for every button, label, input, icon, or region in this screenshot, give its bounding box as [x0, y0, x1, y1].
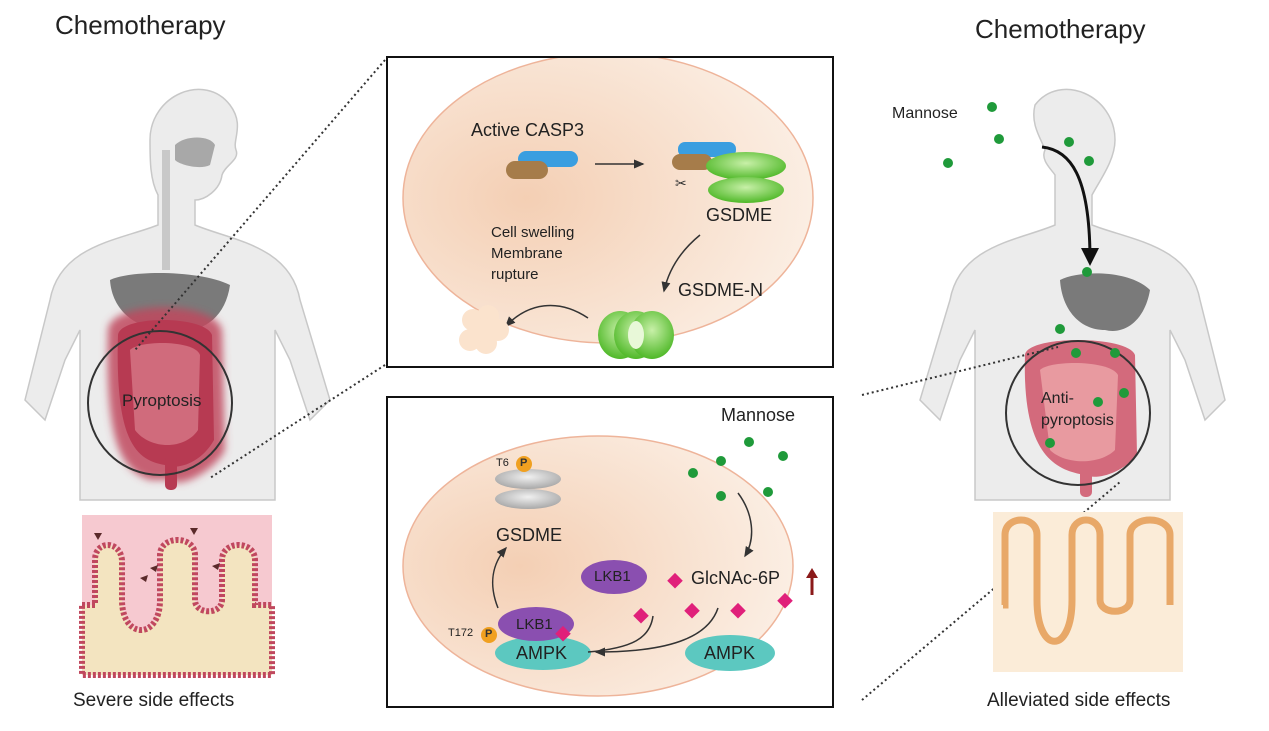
- left-circle-label: Pyroptosis: [122, 391, 202, 410]
- left-caption: Severe side effects: [73, 690, 235, 711]
- left-zoom-circle: [87, 330, 233, 476]
- t6-label: T6: [496, 457, 509, 469]
- glcnac-to-ampk-arrow: [594, 607, 719, 657]
- right-caption: Alleviated side effects: [987, 690, 1171, 711]
- gsdme-to-n-arrow: [661, 234, 701, 293]
- right-title: Chemotherapy: [975, 14, 1146, 44]
- ampk-free-label: AMPK: [704, 643, 756, 663]
- gsdme-label: GSDME: [706, 205, 773, 225]
- lkb1-bound-label: LKB1: [516, 616, 553, 633]
- rupture-label: rupture: [491, 266, 539, 283]
- phospho-t6-icon: [516, 456, 532, 472]
- bottom-panel-mannose-mechanism: Mannose T6 P GSDME LKB1 LKB1 AMPK AMPK T…: [386, 396, 834, 708]
- lkb1-bound-icon: [498, 607, 574, 641]
- bottom-panel-art: [402, 435, 818, 697]
- active-casp3-label: Active CASP3: [471, 120, 585, 140]
- rupture-arrow: [504, 304, 589, 328]
- left-human-body: [24, 88, 331, 501]
- right-zoom-circle: [1005, 340, 1151, 486]
- lkb1-free-label: LKB1: [594, 568, 631, 585]
- casp3-gsdme-complex-icon: ✂: [672, 142, 786, 203]
- ampk-free-icon: [685, 635, 775, 671]
- ampk-bound-label: AMPK: [516, 643, 568, 663]
- left-title: Chemotherapy: [55, 10, 226, 40]
- active-casp3-icon: [506, 151, 578, 179]
- right-villi-healthy: [993, 512, 1183, 672]
- lkb1-free-icon: [581, 560, 647, 594]
- t6-p-label: P: [520, 457, 528, 469]
- gsdme-n-pore-icon: [598, 311, 674, 359]
- phospho-gsdme-icon: [495, 469, 561, 509]
- mannose-dots: [688, 437, 788, 501]
- bottom-gsdme-label: GSDME: [496, 525, 563, 545]
- cell-swelling-label: Cell swelling: [491, 224, 575, 241]
- t172-label: T172: [448, 627, 474, 639]
- increase-arrow-icon: [806, 568, 818, 595]
- right-organs: [1024, 273, 1150, 497]
- top-panel-pyroptosis-mechanism: ✂ Active CASP3 GSDME GSDME-N Cell swelli…: [386, 56, 834, 368]
- left-villi-damaged: [79, 515, 275, 678]
- ruptured-cell-icon: [459, 305, 509, 354]
- phospho-t172-icon: [481, 627, 497, 643]
- gsdme-n-label: GSDME-N: [678, 280, 763, 300]
- ampk-bound-icon: [495, 636, 591, 670]
- right-circle-label-line1: Anti-: [1041, 390, 1074, 407]
- right-circle-label-line2: pyroptosis: [1041, 412, 1114, 429]
- scissors-icon: ✂: [675, 175, 687, 191]
- bottom-mannose-label: Mannose: [721, 405, 796, 425]
- right-mannose-label: Mannose: [892, 105, 958, 122]
- top-panel-art: ✂: [402, 58, 814, 359]
- mannose-to-glcnac-arrow: [737, 492, 754, 558]
- membrane-label: Membrane: [491, 245, 563, 262]
- glcnac-6p-label: GlcNAc-6P: [691, 568, 781, 588]
- ampk-to-gsdme-arrow: [491, 546, 507, 609]
- t172-p-label: P: [485, 628, 493, 640]
- mannose-dots-body: [943, 102, 1129, 448]
- ingestion-arrow: [1041, 145, 1099, 266]
